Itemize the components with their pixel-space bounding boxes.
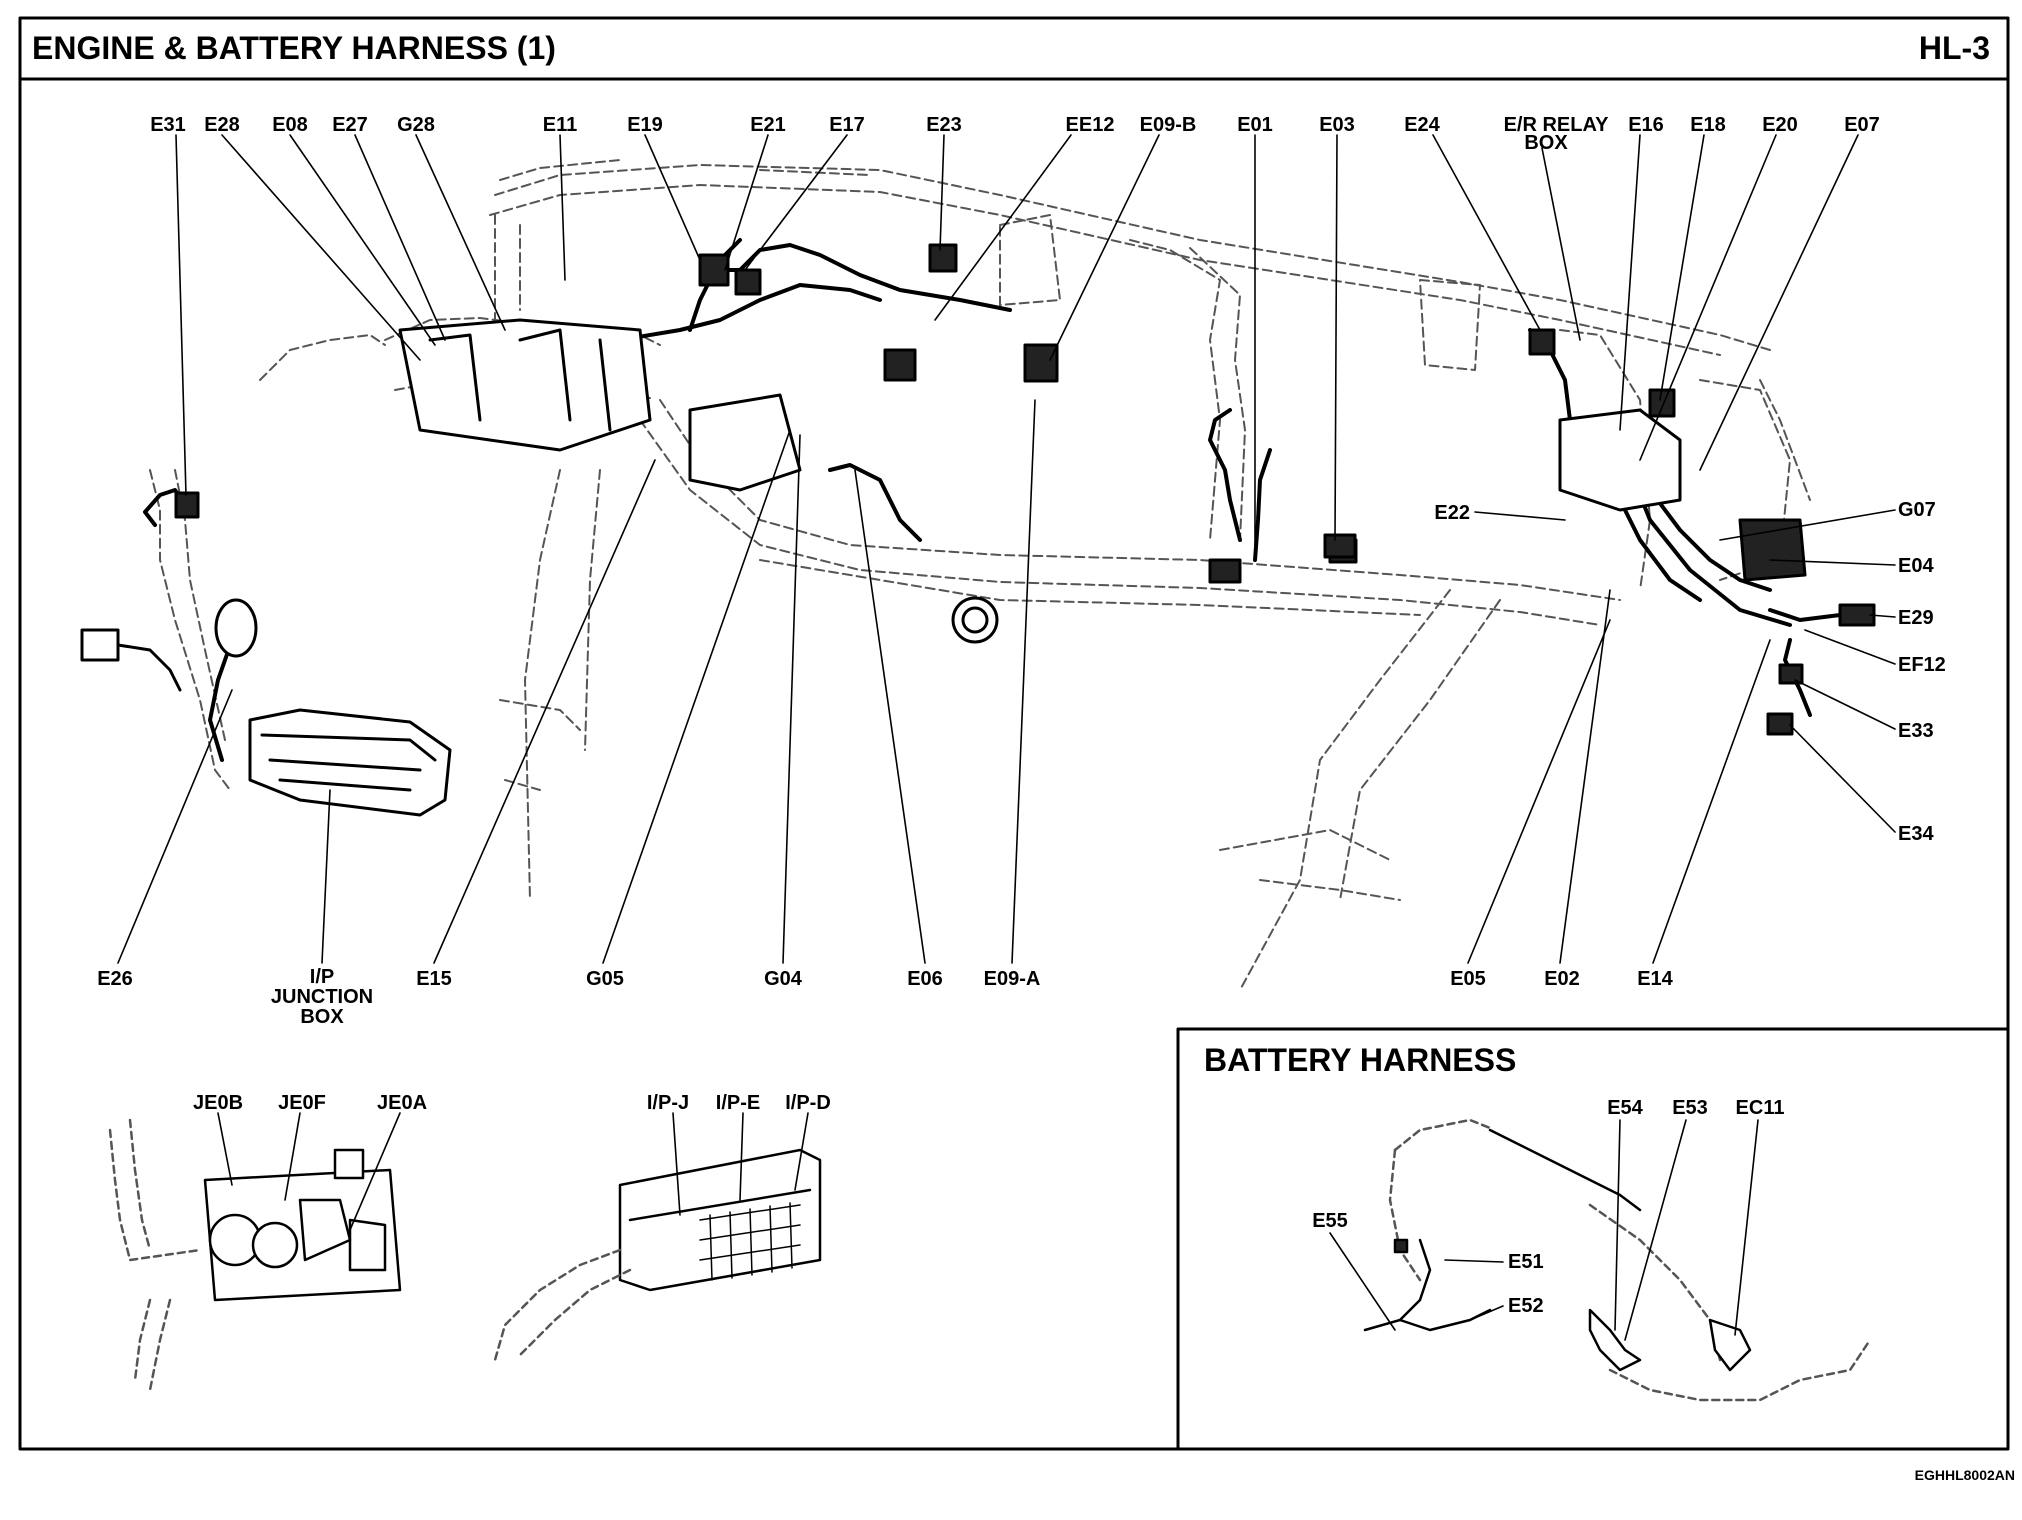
label-je0f: JE0F	[278, 1092, 326, 1114]
label-ec11: EC11	[1735, 1097, 1785, 1119]
battery-harness-art	[1329, 1118, 1872, 1402]
sheet-frame	[18, 16, 2010, 1451]
label-e04: E04	[1898, 555, 1934, 577]
label-e18: E18	[1690, 114, 1726, 136]
label-e06: E06	[907, 968, 943, 990]
label-e09a: E09-A	[983, 968, 1041, 990]
label-e11: E11	[542, 114, 578, 136]
leader-lines	[117, 134, 1896, 964]
label-e15: E15	[416, 968, 452, 990]
label-er-relay-box-line2: BOX	[1524, 132, 1568, 154]
label-e01: E01	[1237, 114, 1273, 136]
vehicle-frame-art	[149, 159, 1811, 991]
label-e20: E20	[1762, 114, 1798, 136]
junction-detail-art	[108, 1112, 402, 1392]
label-e55: E55	[1312, 1210, 1348, 1232]
label-ip-junction-box-line2: JUNCTION	[270, 986, 374, 1008]
label-e29: E29	[1898, 607, 1934, 629]
label-e51: E51	[1508, 1251, 1544, 1273]
label-er-relay-box-line1: E/R RELAY	[1503, 114, 1609, 136]
label-e52: E52	[1508, 1295, 1544, 1317]
label-e31: E31	[150, 114, 186, 136]
label-e23: E23	[926, 114, 962, 136]
label-e19: E19	[627, 114, 663, 136]
label-ip-junction-box-line1: I/P	[309, 966, 335, 988]
label-e54: E54	[1607, 1097, 1643, 1119]
label-e27: E27	[332, 114, 368, 136]
label-je0a: JE0A	[376, 1092, 428, 1114]
label-ip-e: I/P-E	[715, 1092, 761, 1114]
label-e34: E34	[1898, 823, 1934, 845]
label-e17: E17	[829, 114, 865, 136]
battery-inset-frame	[1176, 1027, 2010, 1451]
label-e53: E53	[1672, 1097, 1708, 1119]
label-e22: E22	[1434, 502, 1470, 524]
label-g05: G05	[586, 968, 624, 990]
label-je0b: JE0B	[192, 1092, 244, 1114]
label-g07: G07	[1898, 499, 1936, 521]
label-ip-d: I/P-D	[785, 1092, 831, 1114]
label-e02: E02	[1544, 968, 1580, 990]
label-e14: E14	[1637, 968, 1673, 990]
label-e09b: E09-B	[1139, 114, 1197, 136]
label-g04: G04	[764, 968, 802, 990]
ip-fusebox-detail-art	[493, 1112, 822, 1362]
label-e08: E08	[272, 114, 308, 136]
label-e07: E07	[1844, 114, 1880, 136]
label-e21: E21	[750, 114, 786, 136]
label-e05: E05	[1450, 968, 1486, 990]
label-ip-j: I/P-J	[646, 1092, 690, 1114]
figure-code: EGHHL8002AN	[1914, 1467, 2015, 1483]
label-ip-junction-box-line3: BOX	[300, 1006, 344, 1028]
label-e26: E26	[97, 968, 133, 990]
label-ef12: EF12	[1898, 654, 1946, 676]
page-code: HL-3	[1918, 30, 1990, 66]
label-g28: G28	[397, 114, 435, 136]
label-ee12: EE12	[1065, 114, 1115, 136]
label-e24: E24	[1404, 114, 1440, 136]
label-e03: E03	[1319, 114, 1355, 136]
label-e33: E33	[1898, 720, 1934, 742]
page-title: ENGINE & BATTERY HARNESS (1)	[32, 30, 556, 66]
label-e28: E28	[204, 114, 240, 136]
label-e16: E16	[1628, 114, 1664, 136]
components	[80, 243, 1876, 817]
battery-harness-title: BATTERY HARNESS	[1204, 1042, 1517, 1078]
